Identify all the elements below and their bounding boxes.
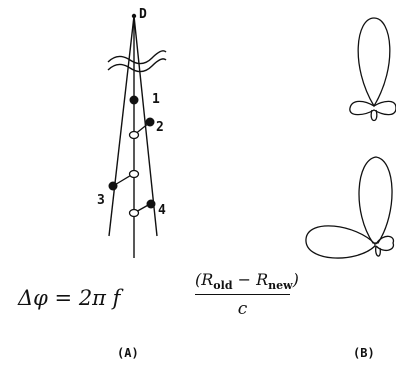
equation-denominator: c	[237, 299, 248, 319]
pattern-bottom-main-lobe	[358, 156, 393, 244]
pattern-bottom	[305, 156, 395, 259]
marker-1	[129, 95, 139, 105]
marker-2	[145, 117, 155, 127]
marker-label-3: 3	[97, 193, 105, 208]
marker-4	[146, 199, 156, 209]
marker-label-2: 2	[156, 120, 164, 135]
beam-line-left	[108, 15, 135, 237]
marker-3	[108, 181, 118, 191]
hollow-marker	[128, 130, 140, 140]
fraction-bar	[195, 294, 290, 295]
panel-b-label: (B)	[353, 346, 375, 360]
equation-numerator: (Rold − Rnew)	[195, 270, 299, 293]
panel-a-label: (A)	[117, 346, 139, 360]
hollow-marker	[128, 208, 140, 218]
hollow-marker	[128, 169, 140, 179]
marker-label-1: 1	[152, 92, 160, 107]
equation-fraction: (Rold − Rnew) c	[195, 268, 299, 319]
break-symbol	[107, 50, 167, 73]
equation-lhs: Δφ = 2π f	[18, 286, 121, 310]
pattern-top-main-lobe	[357, 17, 391, 108]
phase-difference-equation: Δφ = 2π f (Rold − Rnew) c	[18, 268, 299, 328]
hollow-markers	[128, 130, 140, 218]
pattern-top	[349, 17, 396, 122]
filled-markers	[108, 95, 156, 209]
pattern-bottom-side-lobe	[305, 225, 376, 259]
pattern-top-side-lobes	[349, 100, 396, 116]
marker-label-4: 4	[158, 203, 166, 218]
point-d	[131, 13, 137, 19]
pattern-top-back-lobe	[370, 109, 378, 122]
pattern-bottom-small-lobes	[375, 235, 395, 257]
point-d-label: D	[139, 7, 147, 22]
